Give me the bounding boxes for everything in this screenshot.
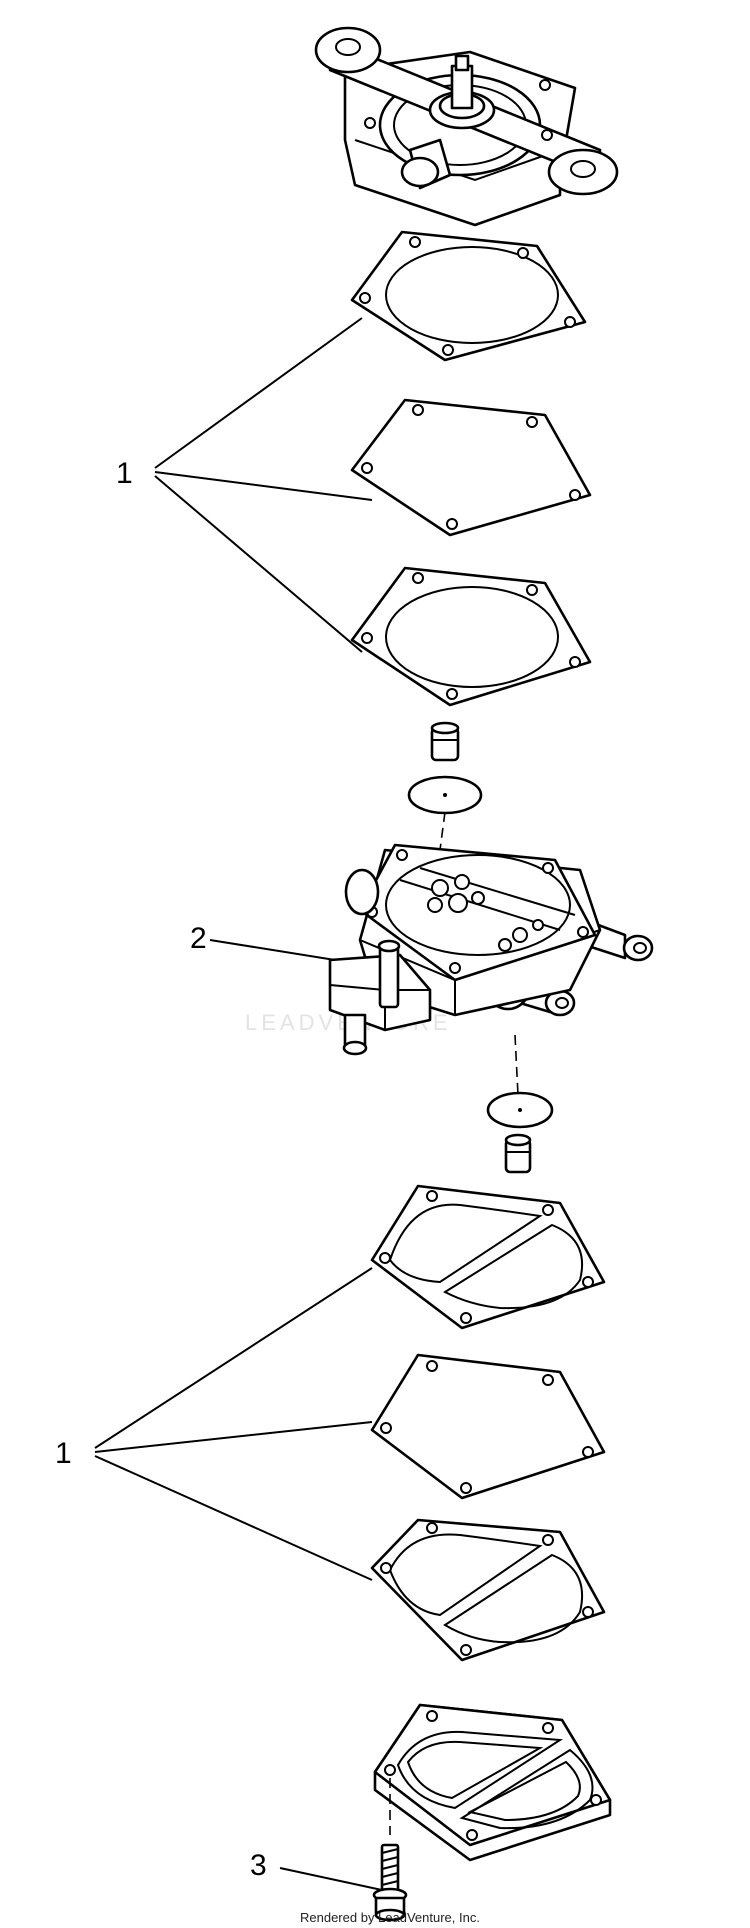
bottom-cover	[373, 1703, 612, 1862]
gasket-lower-1	[370, 1184, 606, 1330]
leader-lines-upper	[154, 317, 373, 653]
leader-line-2	[209, 939, 336, 961]
pump-cover-assembly	[314, 26, 619, 227]
callout-1-lower: 1	[55, 1437, 72, 1470]
fuel-pump-body	[328, 843, 654, 1056]
valve-washer-lower	[486, 1091, 554, 1129]
gasket-upper-2	[350, 566, 592, 707]
diaphragm-lower	[370, 1353, 606, 1500]
screw	[372, 1843, 408, 1922]
callout-3: 3	[250, 1849, 267, 1882]
gasket-lower-2	[370, 1518, 606, 1662]
diaphragm-upper	[350, 398, 592, 537]
leader-lines-lower	[94, 1267, 373, 1581]
callout-1-upper: 1	[116, 457, 133, 490]
valve-washer-upper	[407, 775, 483, 815]
gasket-upper-1	[350, 230, 587, 362]
footer-credit: Rendered by LeadVenture, Inc.	[300, 1910, 480, 1925]
leader-line-3	[279, 1867, 383, 1891]
check-valve-lower	[504, 1133, 532, 1174]
callout-2: 2	[190, 922, 207, 955]
check-valve-upper	[430, 721, 460, 762]
